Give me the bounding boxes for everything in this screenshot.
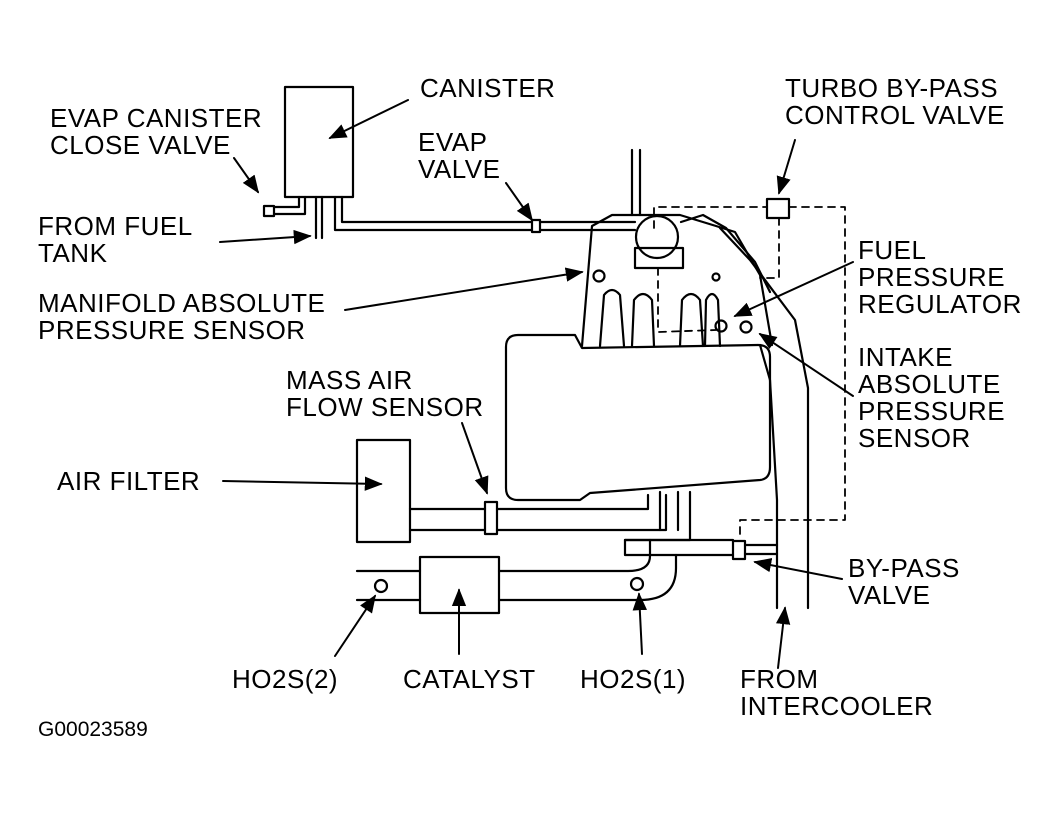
canister-label: CANISTER: [420, 73, 556, 103]
engine-block: [504, 333, 772, 502]
ho2s2-label: HO2S(2): [232, 664, 339, 694]
air-filter-label: AIR FILTER: [57, 466, 201, 496]
turbo-bypass-valve: [765, 197, 791, 220]
figure-id: G00023589: [38, 718, 148, 741]
exhaust-line: [355, 538, 678, 615]
canister-body: [262, 85, 534, 240]
evap-line: [530, 218, 637, 234]
turbo-bypass-dashed-lines: [653, 206, 846, 541]
intake-sensors: [714, 319, 753, 334]
intake-manifold: [580, 148, 774, 348]
leader-arrows: [219, 99, 854, 669]
bypass-line: [623, 538, 779, 561]
air-filter-box: [355, 438, 692, 544]
catalyst-label: CATALYST: [403, 664, 536, 694]
ho2s1-label: HO2S(1): [580, 664, 687, 694]
